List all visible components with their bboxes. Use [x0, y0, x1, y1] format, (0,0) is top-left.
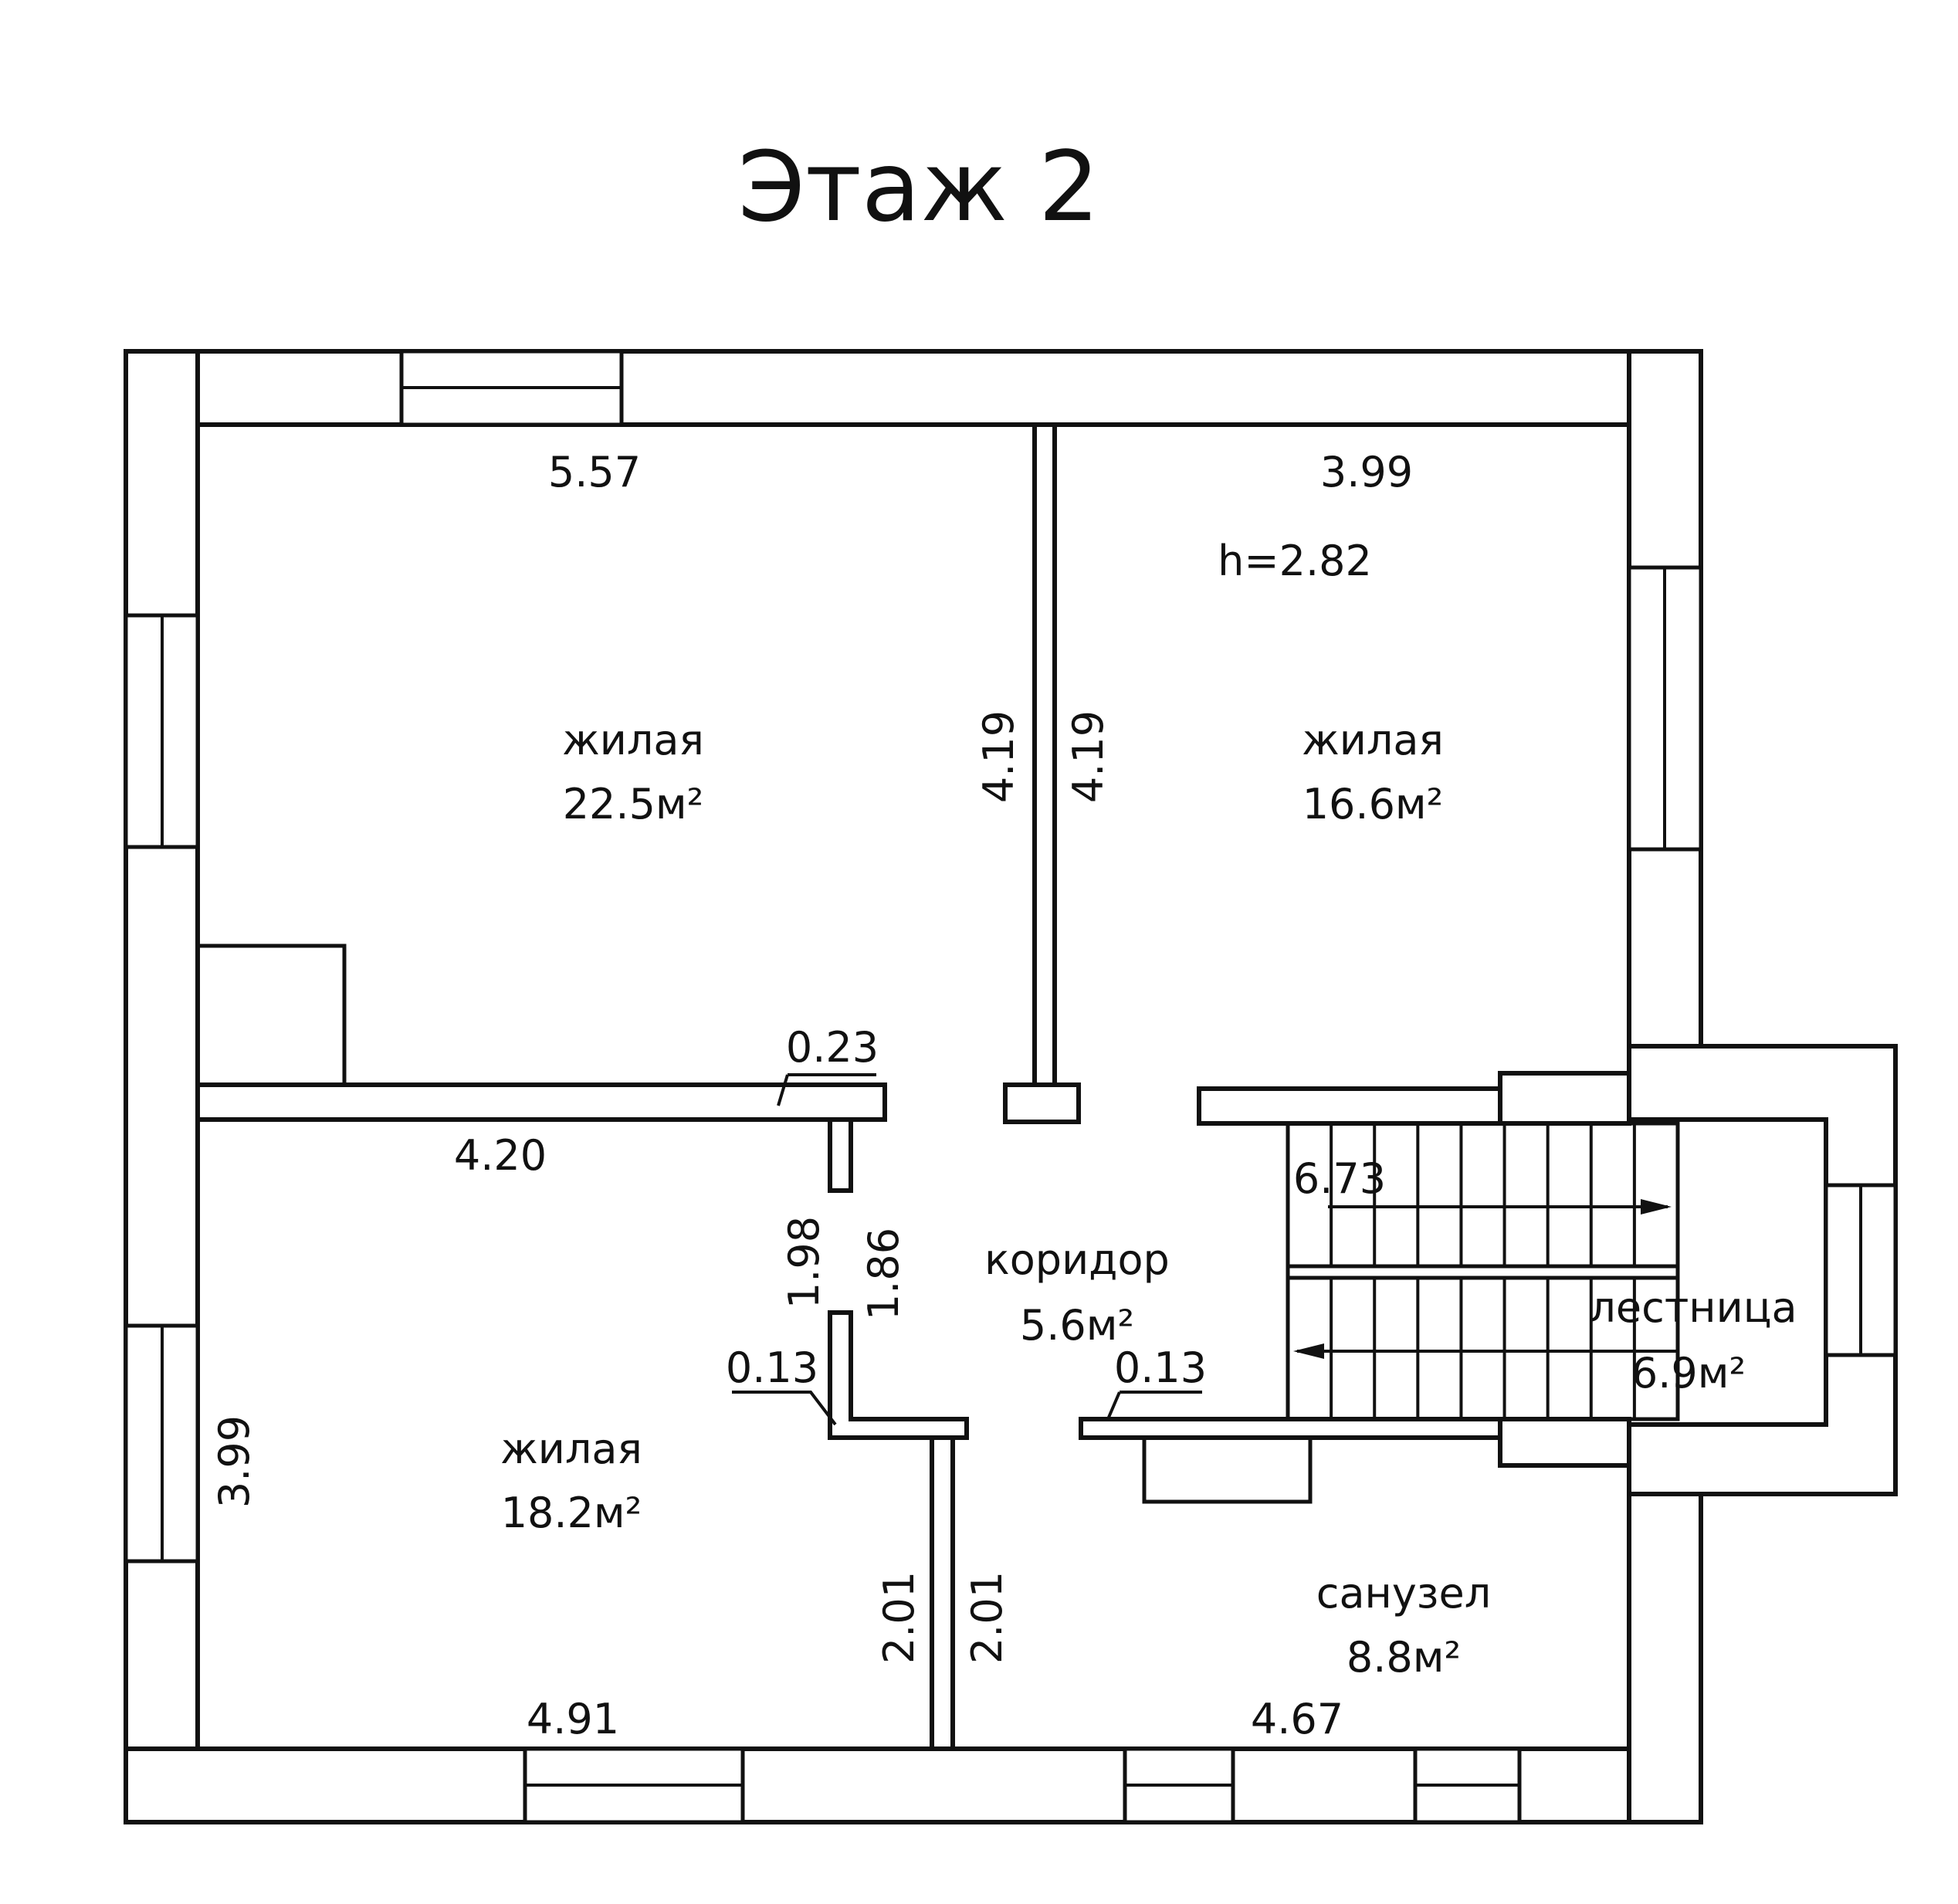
room-corridor-area: 5.6м²	[1020, 1301, 1134, 1350]
floor-title: Этаж 2	[738, 131, 1100, 243]
dim-mid-wall: 4.20	[454, 1131, 547, 1180]
niche-box	[198, 944, 347, 1085]
room-living-3-name: жилая	[500, 1425, 642, 1473]
dim-door-2: 1.86	[859, 1228, 908, 1320]
room-living-3-area: 18.2м²	[501, 1489, 642, 1537]
room-living-2-name: жилая	[1302, 716, 1444, 764]
wall-stub	[828, 1117, 853, 1193]
bath-fixture	[1142, 1435, 1313, 1504]
wall-vertical-bottom	[930, 1435, 955, 1751]
stair-cap-top	[1498, 1071, 1631, 1126]
room-bath-area: 8.8м²	[1347, 1633, 1461, 1682]
interior-walls	[195, 422, 1631, 1751]
dim-bath-wall-right: 2.01	[963, 1571, 1011, 1664]
room-corridor-name: коридор	[984, 1235, 1170, 1284]
partition-upper	[1032, 422, 1057, 1087]
dim-partition-left: 4.19	[974, 710, 1023, 803]
dim-stair-length: 6.73	[1293, 1154, 1386, 1203]
dim-bottom-left: 4.91	[527, 1695, 619, 1743]
stair-cap-bottom	[1498, 1417, 1631, 1468]
wall-horizontal-left	[195, 1082, 887, 1122]
windows	[124, 349, 1898, 1824]
room-living-1-area: 22.5м²	[563, 780, 704, 828]
dimension-labels: 5.57 3.99 4.19 4.19 0.23 4.20 6.73 1.98 …	[210, 448, 1413, 1743]
room-living-1-name: жилая	[562, 716, 704, 764]
partition-post	[1003, 1082, 1081, 1124]
dim-left-side: 3.99	[210, 1415, 259, 1508]
staircase	[1286, 1121, 1680, 1421]
dim-partition-right: 4.19	[1064, 710, 1113, 803]
dim-bath-wall-left: 2.01	[875, 1571, 923, 1664]
room-stairs-area: 6.9м²	[1631, 1349, 1746, 1398]
wall-l-corridor	[828, 1310, 969, 1440]
room-stairs-name: лестница	[1589, 1283, 1797, 1332]
wall-left	[124, 349, 200, 1824]
dim-top-left: 5.57	[548, 448, 641, 496]
dim-wall-thickness-a: 0.23	[786, 1023, 879, 1072]
room-bath-name: санузел	[1316, 1569, 1492, 1618]
dim-top-right: 3.99	[1320, 448, 1413, 496]
room-labels: жилая 22.5м² жилая 16.6м² жилая 18.2м² к…	[500, 537, 1797, 1682]
dim-bottom-right: 4.67	[1251, 1695, 1343, 1743]
wall-top	[124, 349, 1703, 427]
dim-thickness-left: 0.13	[726, 1343, 818, 1392]
dim-thickness-right: 0.13	[1114, 1343, 1207, 1392]
dim-door-1: 1.98	[780, 1216, 828, 1309]
room-living-2-area: 16.6м²	[1303, 780, 1444, 828]
ceiling-height: h=2.82	[1218, 537, 1372, 585]
